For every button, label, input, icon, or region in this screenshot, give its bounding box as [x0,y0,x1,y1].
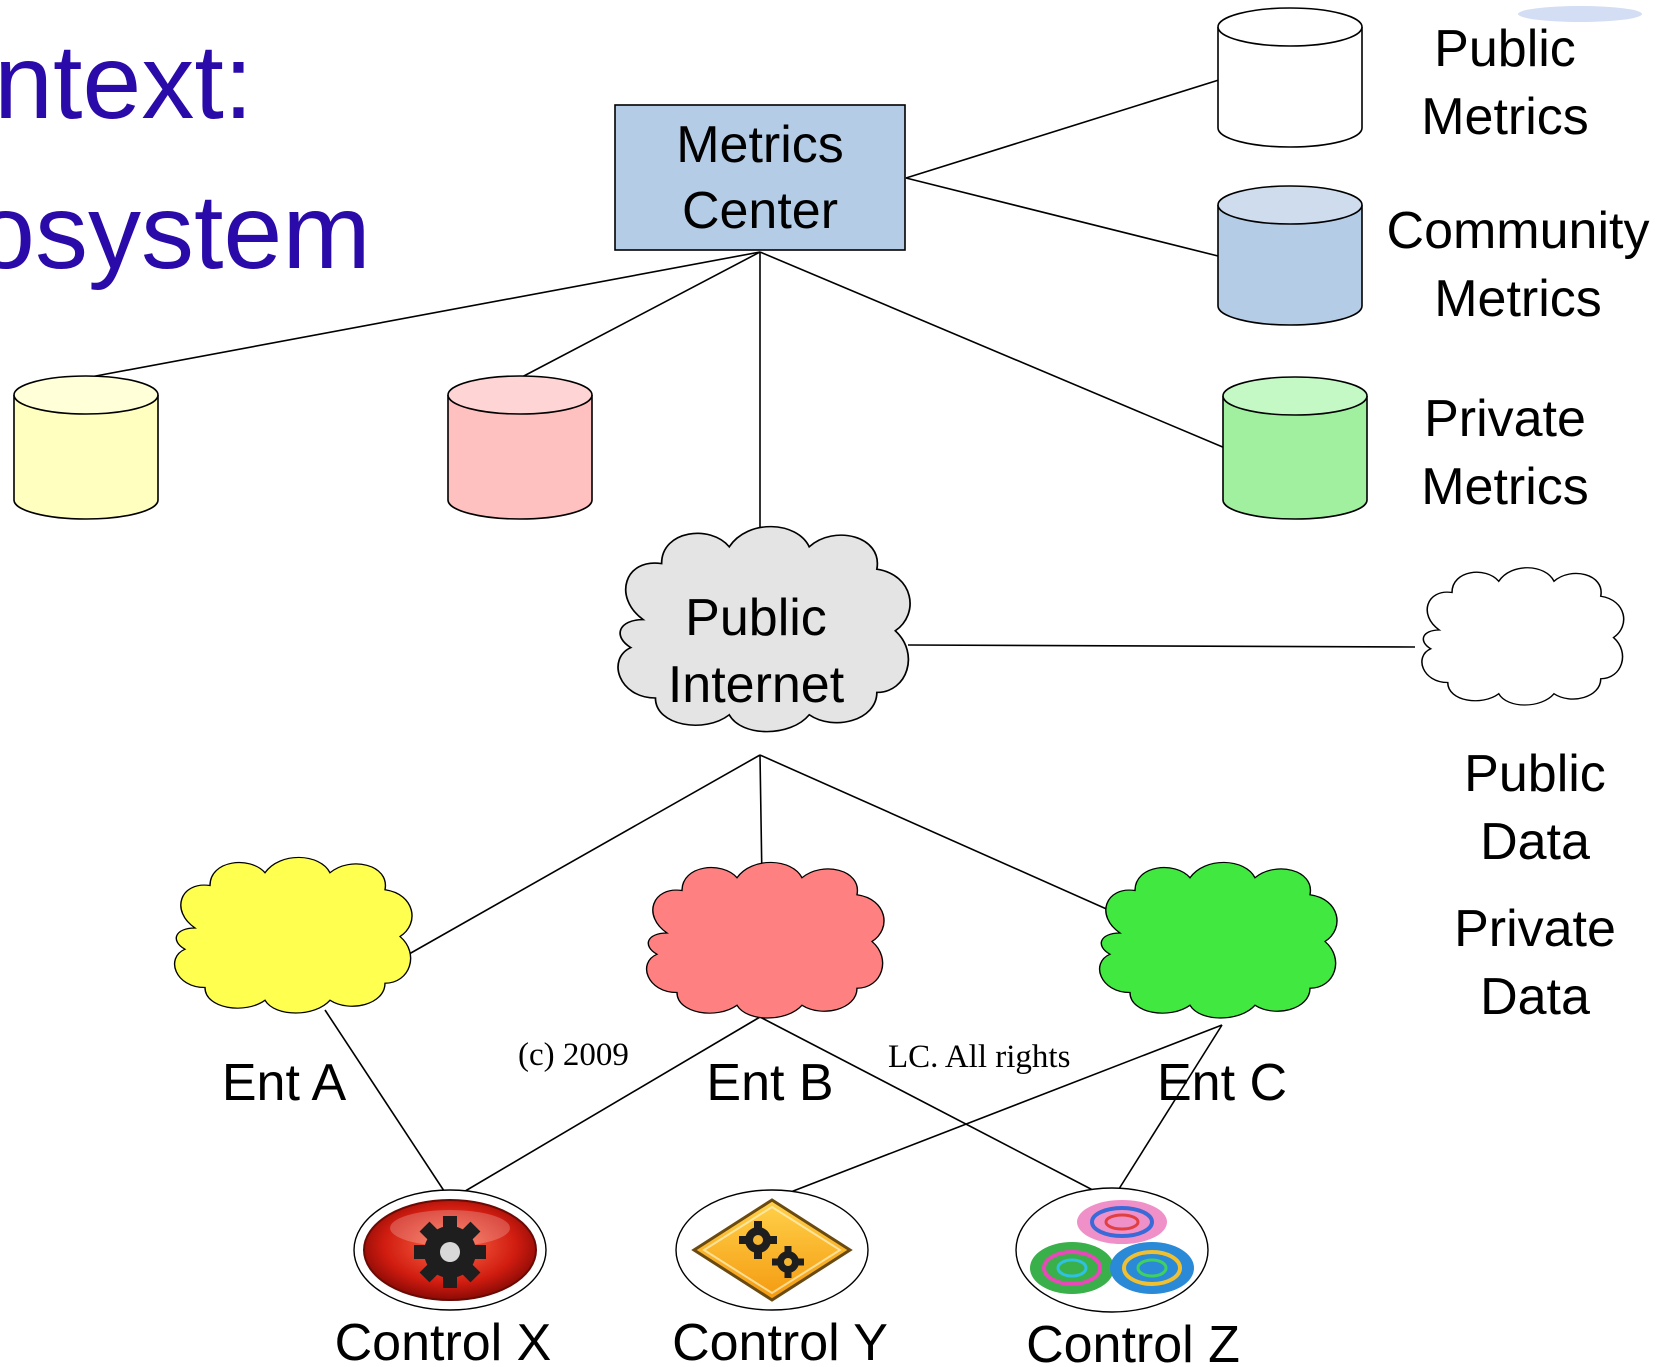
edge-ent-b-control-z [759,1016,1113,1201]
private-metrics-store[interactable]: Private Metrics [1222,376,1589,520]
edge-internet-ent-a [394,754,761,963]
gear-icon [363,1199,537,1301]
private-metrics-label-line-2: Metrics [1421,458,1589,516]
legend: Public Data Private Data [1454,745,1616,1026]
public-metrics-cylinder-body [1217,27,1363,148]
yellow-metrics-store[interactable] [13,375,159,520]
public-internet-label-line-1: Public [685,589,827,647]
private-metrics-cylinder-body [1222,396,1368,520]
public-data-cloud-node[interactable] [1421,566,1625,706]
public-metrics-cylinder-top [1217,7,1363,47]
legend-private-data-line-2: Data [1480,968,1590,1026]
yellow-store-cylinder-body [13,395,159,520]
pink-store-cylinder-body [447,395,593,520]
community-metrics-label-line-1: Community [1387,202,1650,260]
private-metrics-label-line-1: Private [1424,390,1586,448]
control-x-node[interactable]: Control X [335,1189,552,1367]
control-z-label: Control Z [1026,1316,1240,1367]
slide-title: ntext: osystem [0,23,371,291]
ent-b-node[interactable]: Ent B [645,861,885,1112]
ent-c-cloud [1098,861,1338,1019]
ent-c-node[interactable]: Ent C [1098,861,1338,1112]
edge-center-pink-store [519,251,761,379]
pink-store-cylinder-top [447,375,593,415]
copyright-note-part-2: LC. All rights [888,1039,1070,1075]
yellow-store-cylinder-top [13,375,159,415]
ent-a-label: Ent A [222,1054,347,1112]
edge-ent-b-control-x [449,1016,761,1201]
connection-lines [84,78,1416,1201]
control-y-label: Control Y [672,1314,888,1367]
title-line-2: osystem [0,173,371,291]
public-internet-label-line-2: Internet [668,656,845,714]
edge-center-private-metrics [759,251,1226,449]
public-metrics-store[interactable]: Public Metrics [1217,7,1589,148]
pink-metrics-store[interactable] [447,375,593,520]
legend-private-data-line-1: Private [1454,900,1616,958]
control-x-label: Control X [335,1314,552,1367]
legend-public-data-line-2: Data [1480,813,1590,871]
edge-center-public-metrics [905,78,1223,179]
public-metrics-label-line-2: Metrics [1421,88,1589,146]
community-metrics-store[interactable]: Community Metrics [1217,185,1650,328]
community-metrics-cylinder-body [1217,205,1363,326]
community-metrics-label-line-2: Metrics [1434,270,1602,328]
public-internet-node[interactable]: Public Internet [617,525,911,733]
control-z-node[interactable]: Control Z [1015,1187,1240,1367]
edge-internet-public-data [907,644,1416,648]
metrics-center-label-line-2: Center [682,182,838,240]
edge-center-community-metrics [905,177,1223,258]
ent-b-label: Ent B [706,1054,833,1112]
ent-b-cloud [645,861,885,1019]
edge-center-yellow-store [84,251,761,379]
edge-internet-ent-b [759,754,763,883]
gears-warning-icon [691,1198,853,1302]
edge-ent-a-control-x [324,1009,451,1201]
edge-ent-c-control-z [1111,1024,1223,1201]
metrics-center-node[interactable]: Metrics Center [614,104,906,251]
private-metrics-cylinder-top [1222,376,1368,416]
edge-internet-ent-c [759,754,1121,916]
legend-public-data-line-1: Public [1464,745,1606,803]
metrics-center-label-line-1: Metrics [676,116,844,174]
control-y-node[interactable]: Control Y [672,1189,888,1367]
edge-ent-c-control-y [769,1024,1223,1201]
public-metrics-label-line-1: Public [1434,20,1576,78]
ent-c-label: Ent C [1157,1054,1287,1112]
metrics-center-box [614,104,906,251]
copyright-note-part-1: (c) 2009 [518,1037,629,1073]
ent-a-cloud [173,856,413,1014]
title-line-1: ntext: [0,23,253,141]
swirl-circles-icon [1030,1200,1194,1294]
community-metrics-cylinder-top [1217,185,1363,225]
decorative-smudge [1518,6,1642,22]
ent-a-node[interactable]: Ent A [173,856,413,1112]
public-data-cloud [1421,566,1625,706]
